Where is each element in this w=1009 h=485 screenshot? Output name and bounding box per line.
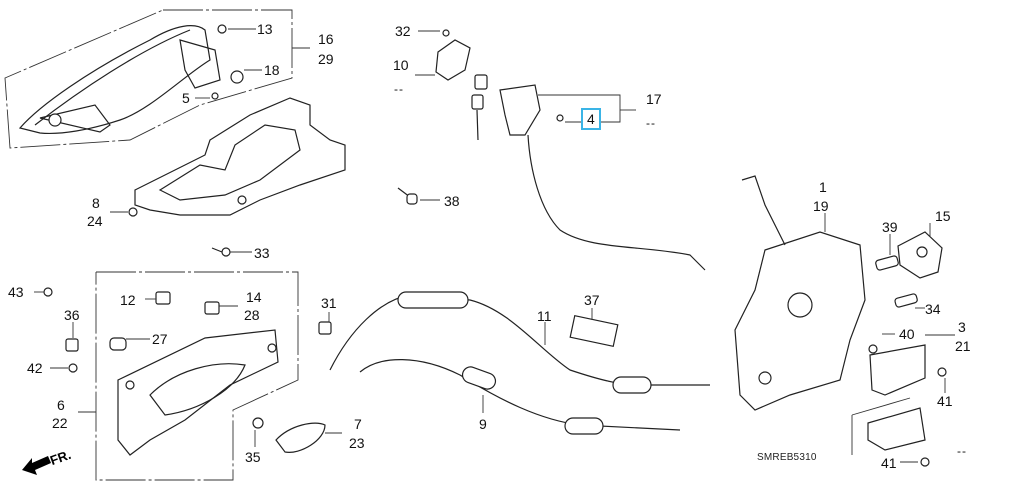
callout-15[interactable]: 15 — [935, 208, 951, 224]
callout-22[interactable]: 22 — [52, 415, 68, 431]
clip-36[interactable] — [65, 338, 79, 352]
striker-15[interactable] — [897, 231, 943, 279]
callout-31[interactable]: 31 — [321, 295, 337, 311]
handle-base[interactable] — [128, 97, 346, 217]
door-lock-actuator[interactable] — [734, 175, 866, 411]
front-direction-arrow-icon — [22, 456, 51, 475]
callout-27[interactable]: 27 — [152, 331, 168, 347]
bolt-43[interactable] — [43, 287, 53, 297]
callout-14[interactable]: 14 — [246, 289, 262, 305]
callout-43[interactable]: 43 — [8, 284, 24, 300]
cable-11[interactable] — [329, 291, 710, 394]
callout-28[interactable]: 28 — [244, 307, 260, 323]
bolt-41b[interactable] — [920, 457, 930, 467]
diagram-code: SMREB5310 — [757, 452, 817, 463]
cover-7[interactable] — [275, 422, 326, 453]
cover-lower[interactable] — [851, 397, 926, 455]
bolt-41a[interactable] — [937, 367, 947, 377]
callout-1[interactable]: 1 — [819, 179, 827, 195]
cable-9[interactable] — [359, 359, 681, 435]
callout-9[interactable]: 9 — [479, 416, 487, 432]
callout-3[interactable]: 3 — [958, 319, 966, 335]
callout-36[interactable]: 36 — [64, 307, 80, 323]
callout-4-highlighted[interactable]: 4 — [581, 108, 601, 130]
callout-lower-dash: -- — [957, 444, 967, 458]
callout-18[interactable]: 18 — [264, 62, 280, 78]
key-cylinder[interactable] — [435, 29, 706, 271]
callout-8[interactable]: 8 — [92, 195, 100, 211]
callout-24[interactable]: 24 — [87, 213, 103, 229]
callout-42[interactable]: 42 — [27, 360, 43, 376]
callout-34[interactable]: 34 — [925, 301, 941, 317]
callout-35[interactable]: 35 — [245, 449, 261, 465]
callout-16[interactable]: 16 — [318, 31, 334, 47]
callout-13[interactable]: 13 — [257, 21, 273, 37]
callout-41-lower[interactable]: 41 — [881, 455, 897, 471]
callout-17-dash: -- — [646, 116, 656, 130]
bolt-34[interactable] — [894, 293, 918, 308]
callout-6[interactable]: 6 — [57, 397, 65, 413]
bolt-39[interactable] — [875, 255, 899, 271]
callout-7[interactable]: 7 — [354, 416, 362, 432]
callout-38[interactable]: 38 — [444, 193, 460, 209]
callout-39[interactable]: 39 — [882, 219, 898, 235]
bolt-33[interactable] — [211, 247, 231, 257]
callout-32[interactable]: 32 — [395, 23, 411, 39]
clip-31[interactable] — [318, 321, 332, 335]
callout-21[interactable]: 21 — [955, 338, 971, 354]
callout-5[interactable]: 5 — [182, 90, 190, 106]
callout-11[interactable]: 11 — [537, 308, 552, 324]
callout-41-upper[interactable]: 41 — [937, 393, 953, 409]
leader-lines — [34, 28, 955, 463]
callout-23[interactable]: 23 — [349, 435, 365, 451]
callout-33[interactable]: 33 — [254, 245, 270, 261]
outer-handle-assembly[interactable] — [4, 9, 293, 149]
callout-37[interactable]: 37 — [584, 292, 600, 308]
callout-40[interactable]: 40 — [899, 326, 915, 342]
callout-12[interactable]: 12 — [120, 292, 136, 308]
inner-handle-assembly[interactable] — [95, 271, 299, 481]
callout-19[interactable]: 19 — [813, 198, 829, 214]
callout-10-dash: -- — [394, 82, 404, 96]
callout-29[interactable]: 29 — [318, 51, 334, 67]
bolt-35[interactable] — [252, 417, 264, 429]
callout-17[interactable]: 17 — [646, 91, 662, 107]
bolt-38[interactable] — [397, 187, 418, 205]
bolt-42[interactable] — [68, 363, 78, 373]
pad-37[interactable] — [569, 314, 619, 348]
callout-10[interactable]: 10 — [393, 57, 409, 73]
bolt-40[interactable] — [868, 344, 878, 354]
cover-3[interactable] — [869, 344, 926, 396]
